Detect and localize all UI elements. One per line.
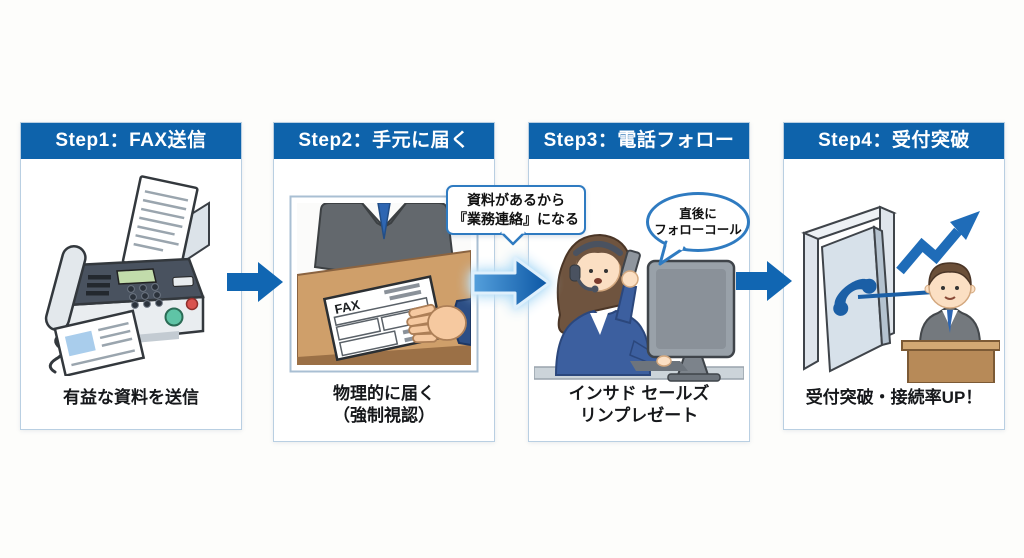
step4-header: Step4：受付突破 xyxy=(784,123,1004,159)
reaching-hand xyxy=(406,297,471,347)
callout-line: 資料があるから xyxy=(467,192,565,208)
flow-arrow-2 xyxy=(469,249,553,322)
headset-earcup xyxy=(569,264,581,282)
step3-caption: インサド セールズ リンプレゼート xyxy=(531,383,747,427)
fax-machine-illustration xyxy=(44,175,210,376)
fax-keypad xyxy=(127,283,163,309)
callout-line: 『業務連絡』になる xyxy=(453,211,579,227)
operator-illustration xyxy=(534,233,744,382)
step4-caption: 受付突破・接続率UP！ xyxy=(786,387,1002,409)
step2-panel: Step2：手元に届く FAX xyxy=(273,122,495,442)
trend-up-arrow-icon xyxy=(896,211,980,275)
reception-desk xyxy=(901,340,1000,383)
step2-caption: 物理的に届く （強制視認） xyxy=(276,383,492,427)
speech-bubble-line: フォローコール xyxy=(654,223,742,237)
step1-panel: Step1：FAX送信 xyxy=(20,122,242,430)
caption-line: 物理的に届く xyxy=(333,384,435,403)
flow-arrow-1 xyxy=(227,258,283,311)
caption-line: リンプレゼート xyxy=(579,406,699,425)
operator-woman xyxy=(554,233,665,376)
step4-panel: Step4：受付突破 xyxy=(783,122,1005,430)
keyboard xyxy=(630,361,688,371)
headset-band xyxy=(573,241,623,256)
fax-document-hand-illustration: FAX xyxy=(289,195,479,373)
hair xyxy=(928,262,972,286)
right-arrow-icon xyxy=(736,261,792,301)
open-door xyxy=(820,225,892,373)
caption-line: インサド セールズ xyxy=(568,384,710,403)
speech-bubble: 直後に フォローコール xyxy=(646,192,750,252)
caption-line: 有益な資料を送信 xyxy=(63,388,199,407)
step3-header: Step3：電話フォロー xyxy=(529,123,749,159)
phone-handset-icon xyxy=(833,278,877,316)
step3-panel: Step3：電話フォロー xyxy=(528,122,750,442)
receptionist-man xyxy=(918,262,982,346)
fax-start-button xyxy=(164,307,184,327)
caption-line: 受付突破・接続率UP！ xyxy=(805,388,983,407)
right-arrow-icon xyxy=(227,262,283,302)
speech-bubble-line: 直後に xyxy=(679,207,717,221)
step1-header: Step1：FAX送信 xyxy=(21,123,241,159)
flow-arrow-3 xyxy=(736,257,792,310)
step1-caption: 有益な資料を送信 xyxy=(23,387,239,409)
callout-bubble: 資料があるから 『業務連絡』になる xyxy=(446,185,586,246)
fax-stop-button xyxy=(185,297,199,311)
blazer xyxy=(554,309,652,376)
fax-label: FAX xyxy=(333,297,361,317)
speech-bubble-tail xyxy=(658,240,688,271)
hand xyxy=(621,270,639,288)
right-arrow-glow-icon xyxy=(471,256,551,310)
connection-line xyxy=(857,290,935,299)
fax-lcd-screen xyxy=(116,268,157,285)
outgoing-document xyxy=(53,309,146,376)
caption-line: （強制視認） xyxy=(333,406,435,425)
reception-breakthrough-illustration xyxy=(801,205,1000,383)
raised-arm xyxy=(614,283,638,325)
step2-header: Step2：手元に届く xyxy=(274,123,494,159)
necktie xyxy=(377,203,391,240)
necktie xyxy=(947,310,953,333)
callout-tail xyxy=(500,231,526,251)
